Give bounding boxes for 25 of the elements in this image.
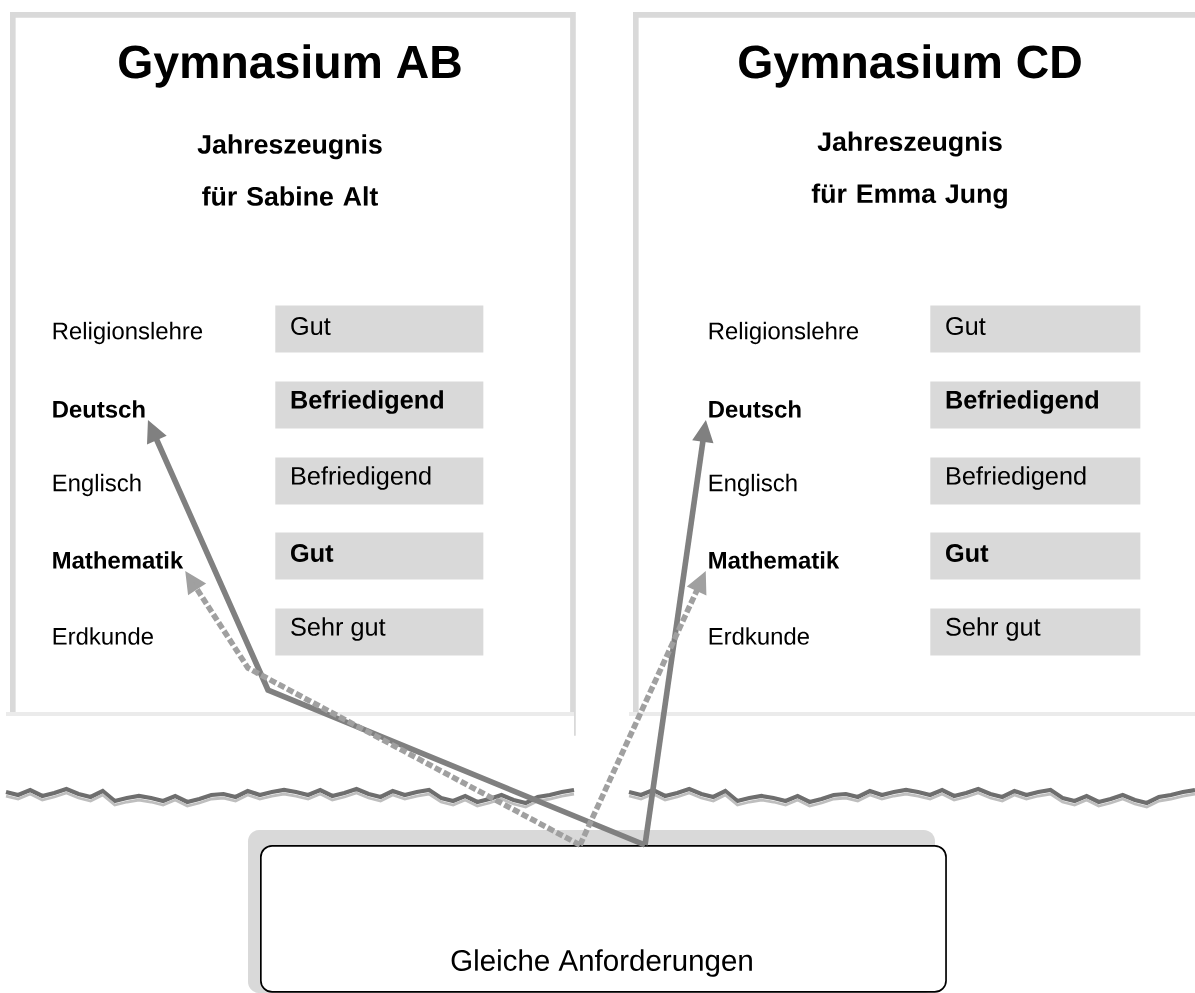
card-title: Gymnasium CD xyxy=(739,44,1081,88)
subject-name: Englisch xyxy=(53,473,141,497)
subject-name: Deutsch xyxy=(709,400,801,418)
grade-cell: Gut xyxy=(930,532,1141,580)
grade-cell: Befriedigend xyxy=(930,457,1141,505)
subject-name: Erdkunde xyxy=(53,627,153,645)
subject-name: Deutsch xyxy=(53,400,145,418)
card-title: Gymnasium AB xyxy=(119,44,461,88)
subject-name: Mathematik xyxy=(53,551,184,569)
subject-name: Erdkunde xyxy=(709,627,809,645)
grade-cell: Befriedigend xyxy=(930,381,1141,429)
grade-cell: Gut xyxy=(275,305,484,353)
card-subtitle: Jahreszeugnis für Sabine Alt xyxy=(197,134,382,206)
subject-name: Mathematik xyxy=(709,551,840,569)
grade-cell: Befriedigend xyxy=(275,381,484,429)
subject-name: Religionslehre xyxy=(709,321,859,345)
requirements-box: Gleiche Anforderungen xyxy=(260,845,947,993)
subject-name: Englisch xyxy=(709,473,797,497)
subject-name: Religionslehre xyxy=(53,321,203,345)
grade-cell: Sehr gut xyxy=(275,608,484,656)
grade-cell: Befriedigend xyxy=(275,457,484,505)
grade-cell: Sehr gut xyxy=(930,608,1141,656)
grade-cell: Gut xyxy=(930,305,1141,353)
card-subtitle: Jahreszeugnis für Emma Jung xyxy=(811,131,1007,209)
grade-cell: Gut xyxy=(275,532,484,580)
